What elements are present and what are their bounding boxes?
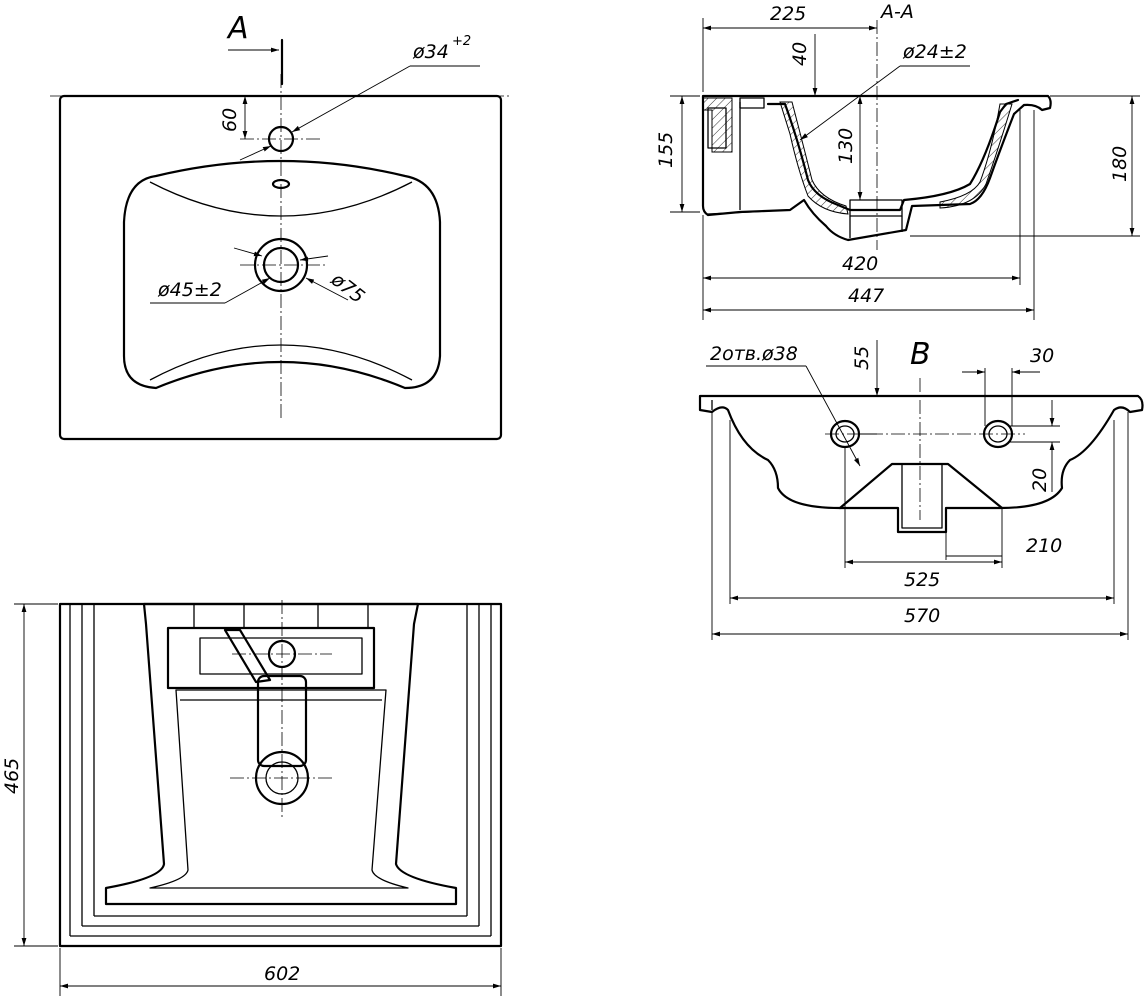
view-label-b: B xyxy=(910,337,931,372)
svg-text:570: 570 xyxy=(904,605,940,627)
tap-hole-dim: ø34 xyxy=(412,41,449,63)
svg-text:130: 130 xyxy=(835,128,857,164)
svg-text:420: 420 xyxy=(842,253,878,275)
svg-text:30: 30 xyxy=(1030,345,1054,367)
svg-text:180: 180 xyxy=(1109,146,1131,182)
svg-text:210: 210 xyxy=(1026,535,1062,557)
drain-dim: ø45±2 xyxy=(157,279,222,301)
svg-text:20: 20 xyxy=(1029,468,1051,492)
bowl-outline xyxy=(122,159,442,390)
bottom-view: 465 602 xyxy=(1,600,503,996)
svg-text:602: 602 xyxy=(264,963,300,985)
bottom-outline xyxy=(58,602,503,948)
svg-text:155: 155 xyxy=(655,132,677,168)
svg-text:40: 40 xyxy=(789,42,811,66)
svg-text:55: 55 xyxy=(851,346,873,370)
basin-outline xyxy=(58,94,503,441)
svg-text:225: 225 xyxy=(770,3,806,25)
drain-outer-dim: ø75 xyxy=(326,268,369,308)
svg-text:447: 447 xyxy=(848,285,884,307)
overflow-dim: ø24±2 xyxy=(902,41,967,63)
section-aa: A-A 225 40 ø24±2 155 130 180 420 44 xyxy=(655,1,1140,320)
section-outline xyxy=(701,94,1052,242)
section-label-a: A xyxy=(226,11,249,46)
section-label-aa: A-A xyxy=(879,1,914,23)
svg-text:+2: +2 xyxy=(452,34,471,49)
view-b: B 2отв.ø38 55 30 20 210 525 57 xyxy=(698,337,1144,640)
svg-text:60: 60 xyxy=(219,108,241,132)
view-b-outline xyxy=(698,394,1144,534)
bottom-body xyxy=(104,602,458,906)
mount-holes-dim: 2отв.ø38 xyxy=(710,343,798,365)
svg-text:525: 525 xyxy=(904,569,940,591)
top-view: A ø34 +2 60 ø45±2 ø75 xyxy=(50,11,511,441)
svg-text:465: 465 xyxy=(1,758,23,794)
